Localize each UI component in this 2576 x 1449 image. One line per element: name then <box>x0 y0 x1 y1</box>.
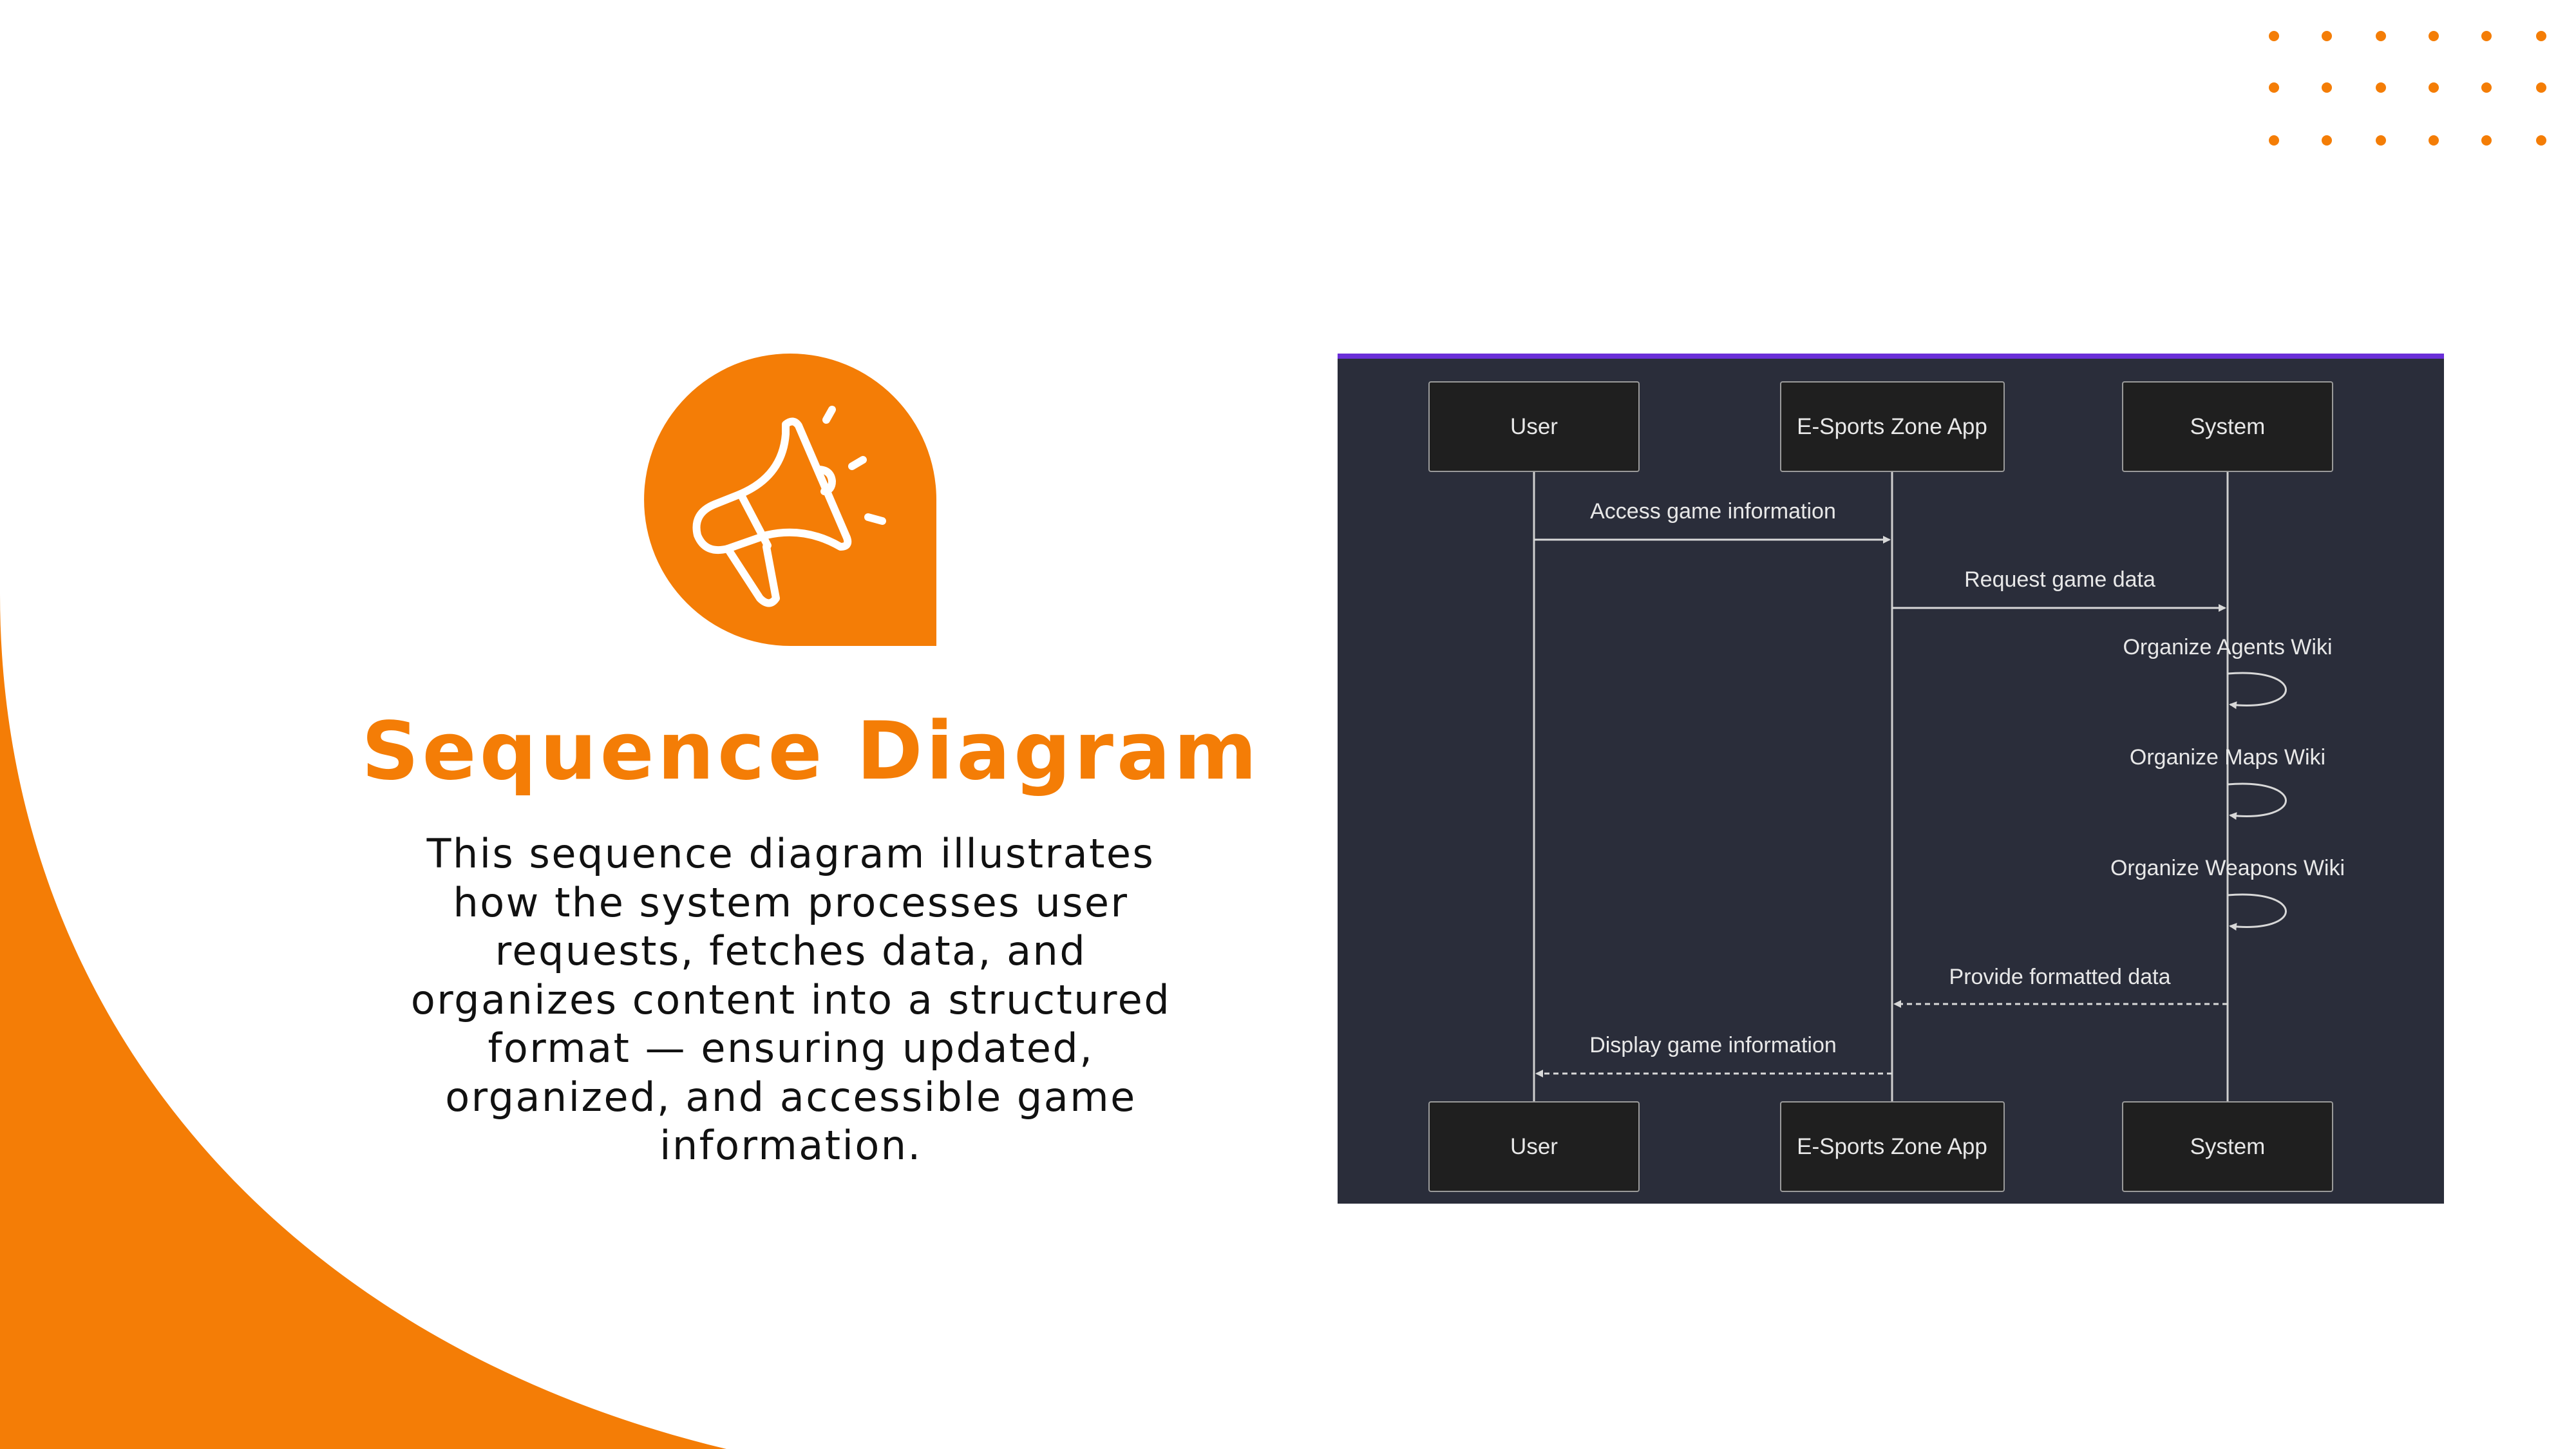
megaphone-icon <box>692 406 886 607</box>
message-label: Organize Weapons Wiki <box>2110 856 2345 880</box>
actor-box-top: System <box>2122 381 2333 472</box>
decorative-dot <box>2376 135 2386 146</box>
description-line: This sequence diagram illustrates <box>426 830 1155 877</box>
decorative-dot <box>2536 82 2546 93</box>
description-line: requests, fetches data, and <box>495 927 1087 974</box>
decorative-dot <box>2376 82 2386 93</box>
description-line: information. <box>659 1122 922 1169</box>
decorative-dot <box>2429 82 2439 93</box>
actor-box-top: User <box>1428 381 1640 472</box>
decorative-dot <box>2322 82 2332 93</box>
description-line: how the system processes user <box>453 878 1129 926</box>
self-message-arrow <box>2227 782 2287 820</box>
description-line: format — ensuring updated, <box>488 1025 1094 1072</box>
message-label: Request game data <box>1964 567 2155 592</box>
decorative-dot <box>2269 135 2279 146</box>
decorative-dot <box>2481 82 2492 93</box>
message-label: Organize Maps Wiki <box>2129 745 2326 770</box>
actor-box-bottom: User <box>1428 1101 1640 1192</box>
megaphone-badge <box>644 354 936 646</box>
description-line: organized, and accessible game <box>445 1073 1137 1121</box>
message-label: Provide formatted data <box>1949 965 2171 989</box>
message-label: Display game information <box>1589 1033 1837 1057</box>
self-message-arrow <box>2227 672 2287 709</box>
decorative-dot <box>2376 31 2386 41</box>
actor-box-top: E-Sports Zone App <box>1779 381 2005 472</box>
diagram-lines <box>1533 472 2287 1101</box>
decorative-dot <box>2322 135 2332 146</box>
actor-box-bottom: E-Sports Zone App <box>1779 1101 2005 1192</box>
decorative-dot <box>2269 82 2279 93</box>
message-label: Organize Agents Wiki <box>2123 635 2333 659</box>
decorative-dot <box>2536 31 2546 41</box>
message-label: Access game information <box>1590 499 1836 524</box>
description-line: organizes content into a structured <box>410 976 1171 1023</box>
decorative-dot <box>2322 31 2332 41</box>
decorative-dot <box>2429 31 2439 41</box>
decorative-dot <box>2481 135 2492 146</box>
decorative-dot <box>2536 135 2546 146</box>
actor-box-bottom: System <box>2122 1101 2333 1192</box>
decorative-dot <box>2269 31 2279 41</box>
decorative-dot <box>2429 135 2439 146</box>
decorative-dot <box>2481 31 2492 41</box>
self-message-arrow <box>2227 893 2287 931</box>
page-title: Sequence Diagram <box>361 705 1260 798</box>
